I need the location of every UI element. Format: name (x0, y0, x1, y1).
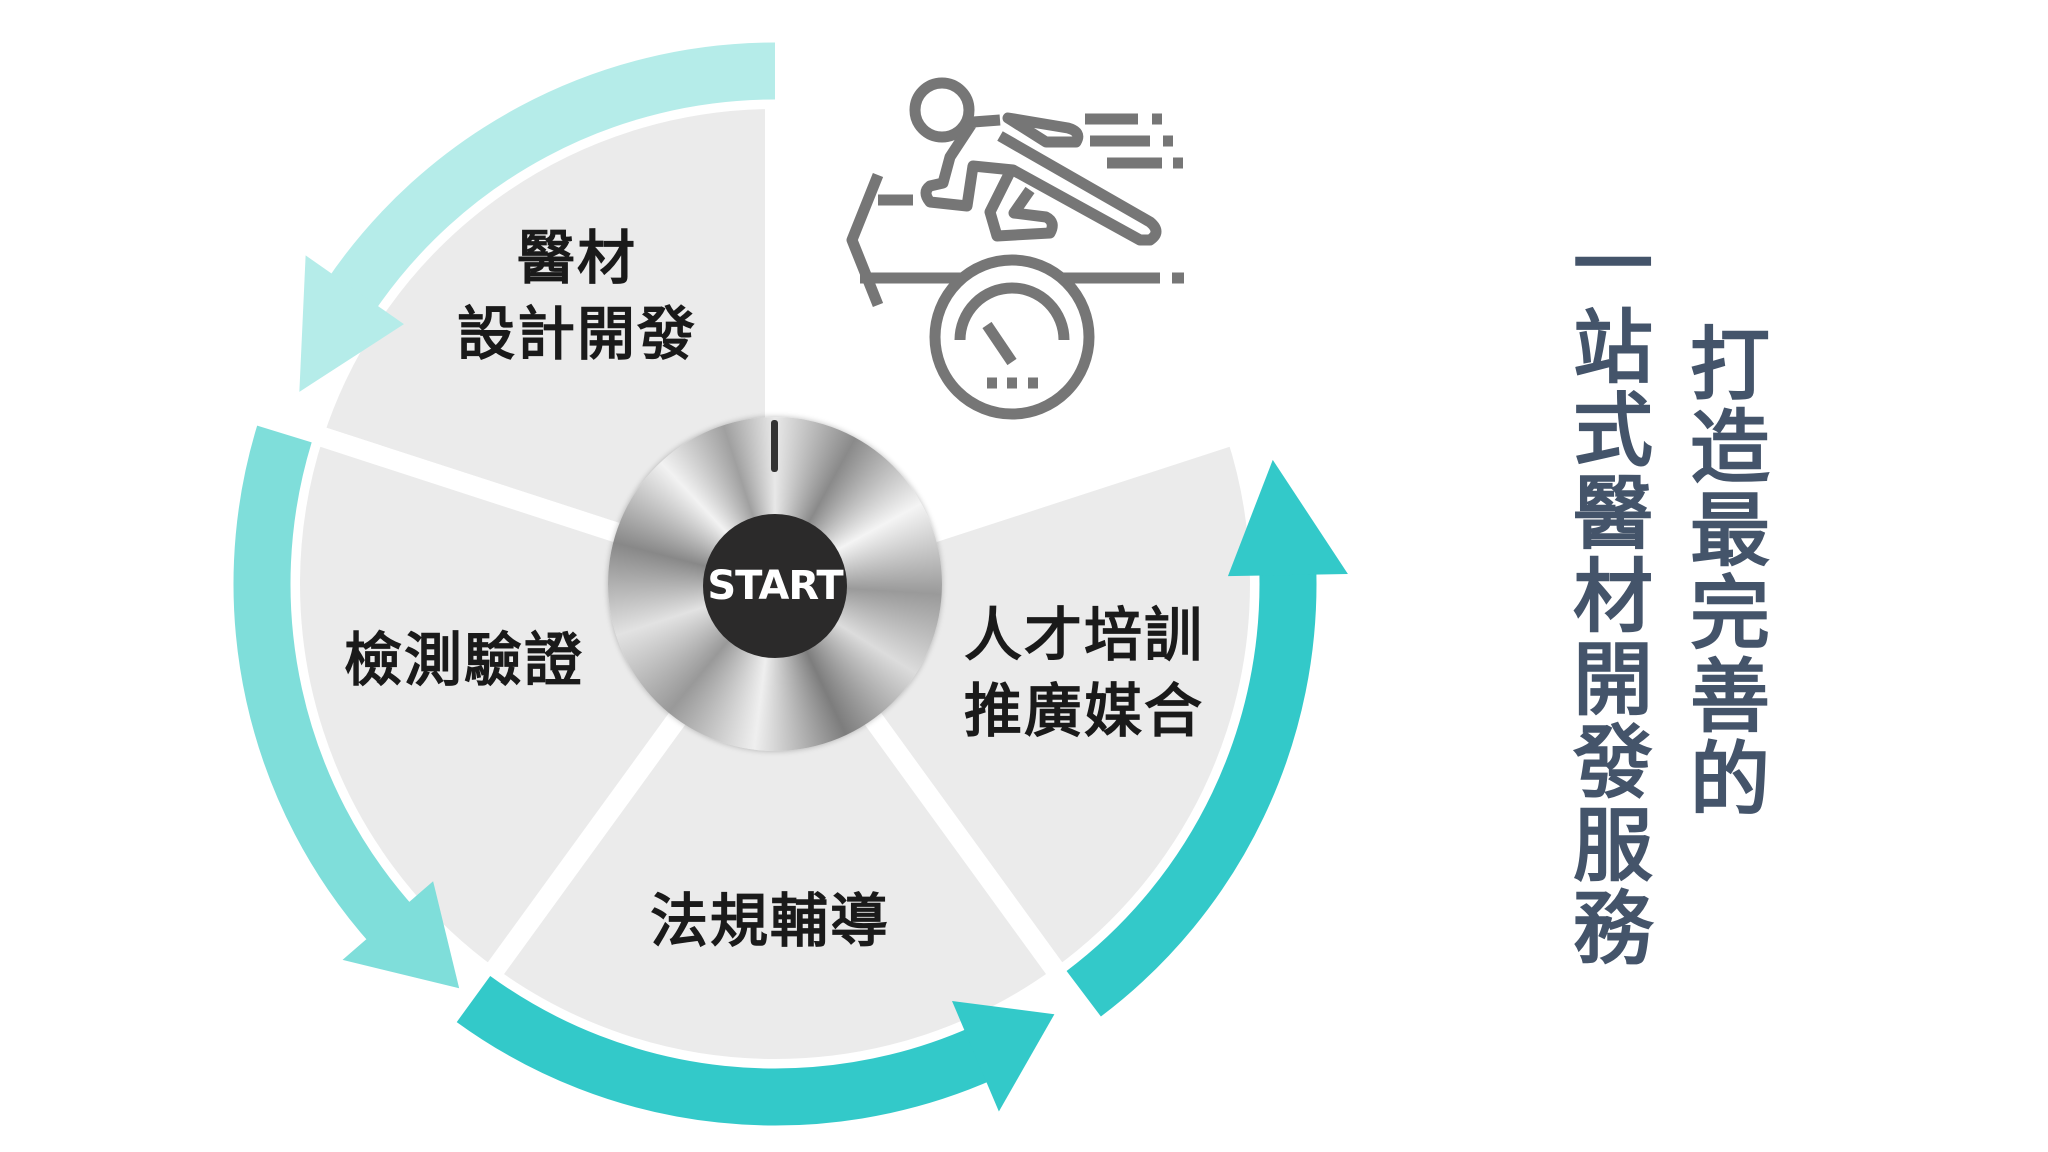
knob-indicator (771, 420, 778, 472)
start-knob[interactable]: START (608, 417, 942, 751)
segment-label-line: 法規輔導 (649, 887, 891, 955)
segment-label-testing: 檢測驗證 (344, 622, 584, 698)
segment-label-line: 人才培訓 (963, 601, 1205, 669)
start-button[interactable]: START (703, 514, 847, 658)
segment-label-line: 設計開發 (456, 300, 698, 368)
cycle-arrow-4 (1066, 459, 1348, 1017)
segment-label-design: 醫材 設計開發 (457, 220, 697, 372)
cycle-arrow-3 (456, 975, 1055, 1126)
segment-label-training: 人才培訓 推廣媒合 (964, 597, 1204, 749)
segment-label-line: 檢測驗證 (343, 626, 585, 694)
cycle-arrow-2 (233, 425, 460, 989)
runner-speedometer-icon (846, 77, 1184, 420)
segment-label-line: 醫材 (516, 224, 638, 292)
headline-line-1: 打造最完善的 (1677, 322, 1770, 820)
segment-label-line: 推廣媒合 (963, 677, 1205, 745)
segment-label-regulatory: 法規輔導 (650, 883, 890, 959)
headline-line-2: 一站式醫材開發服務 (1560, 222, 1653, 969)
cycle-arrow-1 (299, 42, 776, 392)
